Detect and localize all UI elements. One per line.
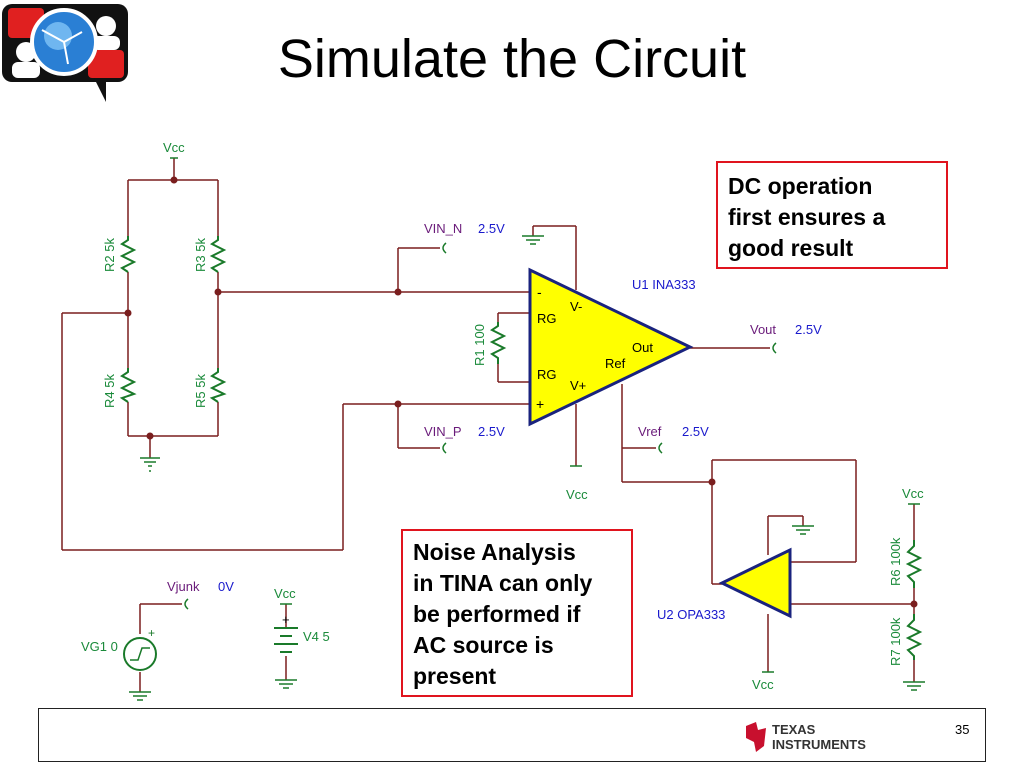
probe-vref-icon xyxy=(658,442,663,454)
vcc-top-label: Vcc xyxy=(163,140,185,155)
u1-pin-rg2: RG xyxy=(537,367,557,382)
vin-p-value: 2.5V xyxy=(478,424,505,439)
u1-pin-ref: Ref xyxy=(605,356,626,371)
vin-n-label: VIN_N xyxy=(424,221,462,236)
dc-note-line-2: first ensures a xyxy=(728,204,886,230)
noise-note-line-2: in TINA can only xyxy=(413,570,593,596)
probe-vin-p-icon xyxy=(442,442,447,454)
probe-vjunk-icon xyxy=(184,598,189,610)
probe-vin-n-icon xyxy=(442,242,447,254)
r2-label: R2 5k xyxy=(102,238,117,272)
u1-pin-rg1: RG xyxy=(537,311,557,326)
r7-resistor xyxy=(905,614,923,660)
svg-text:+: + xyxy=(148,626,155,640)
svg-text:INSTRUMENTS: INSTRUMENTS xyxy=(772,737,866,752)
r6-label: R6 100k xyxy=(888,537,903,586)
u2-label: U2 OPA333 xyxy=(657,607,725,622)
vcc-u2-label: Vcc xyxy=(752,677,774,692)
r3-resistor xyxy=(209,236,227,273)
vcc-u1-label: Vcc xyxy=(566,487,588,502)
vcc-v4-label: Vcc xyxy=(274,586,296,601)
texas-instruments-logo-icon: TEXAS INSTRUMENTS xyxy=(746,722,866,752)
u2-opa333-triangle xyxy=(718,547,792,619)
svg-text:TEXAS: TEXAS xyxy=(772,722,816,737)
noise-note-line-3: be performed if xyxy=(413,601,581,627)
ground-u2-icon xyxy=(792,525,814,535)
probe-vout-icon xyxy=(772,342,777,354)
r1-resistor xyxy=(489,322,507,364)
vjunk-label: Vjunk xyxy=(167,579,200,594)
dc-note-line-1: DC operation xyxy=(728,173,873,199)
vout-label: Vout xyxy=(750,322,776,337)
svg-text:+: + xyxy=(282,612,290,627)
ground-v4-icon xyxy=(275,679,297,689)
noise-note-line-5: present xyxy=(413,663,497,689)
r7-label: R7 100k xyxy=(888,617,903,666)
u1-ina333-triangle xyxy=(528,267,694,427)
r6-resistor xyxy=(905,540,923,588)
r5-resistor xyxy=(209,368,227,403)
vg1-label: VG1 0 xyxy=(81,639,118,654)
r4-label: R4 5k xyxy=(102,374,117,408)
vjunk-value: 0V xyxy=(218,579,234,594)
dc-note-line-3: good result xyxy=(728,235,854,261)
vref-value: 2.5V xyxy=(682,424,709,439)
ground-vg1-icon xyxy=(129,691,151,701)
slide-footer xyxy=(38,708,986,762)
vin-n-value: 2.5V xyxy=(478,221,505,236)
network-people-logo-icon xyxy=(2,4,128,102)
vref-label: Vref xyxy=(638,424,662,439)
slide-title: Simulate the Circuit xyxy=(277,29,747,89)
vin-p-label: VIN_P xyxy=(424,424,462,439)
r4-resistor xyxy=(119,368,137,403)
r3-label: R3 5k xyxy=(193,238,208,272)
u1-pin-out: Out xyxy=(632,340,653,355)
v4-battery-icon xyxy=(274,627,298,653)
page-number: 35 xyxy=(955,722,970,737)
noise-analysis-callout: Noise Analysis in TINA can only be perfo… xyxy=(401,529,633,697)
dc-operation-callout: DC operation first ensures a good result xyxy=(716,161,948,269)
u1-pin-plus: + xyxy=(536,396,544,412)
vcc-r6-label: Vcc xyxy=(902,486,924,501)
u1-pin-vminus: V- xyxy=(570,299,582,314)
v4-label: V4 5 xyxy=(303,629,330,644)
vout-value: 2.5V xyxy=(795,322,822,337)
noise-note-line-1: Noise Analysis xyxy=(413,539,576,565)
noise-note-line-4: AC source is xyxy=(413,632,554,658)
ground-u1-icon xyxy=(522,235,544,245)
ground-r7-icon xyxy=(903,681,925,691)
u1-label: U1 INA333 xyxy=(632,277,696,292)
r5-label: R5 5k xyxy=(193,374,208,408)
u1-pin-vplus: V+ xyxy=(570,378,586,393)
r1-label: R1 100 xyxy=(472,324,487,366)
ground-bridge-icon xyxy=(140,457,160,472)
r2-resistor xyxy=(119,236,137,273)
u1-pin-minus: - xyxy=(537,284,542,300)
